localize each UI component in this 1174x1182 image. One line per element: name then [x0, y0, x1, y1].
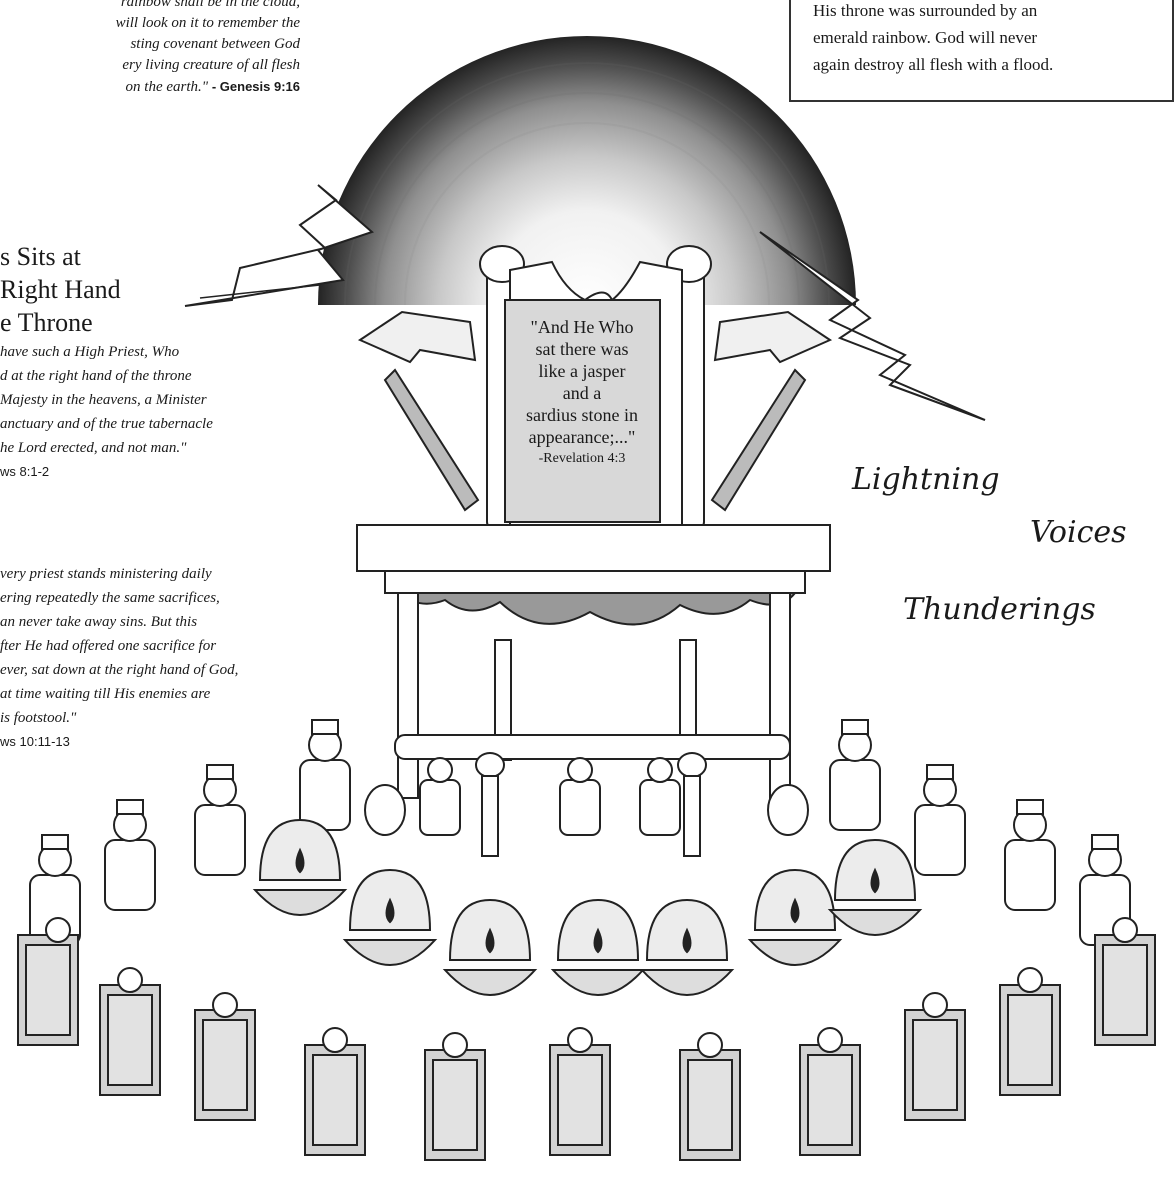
word-voices: Voices	[1030, 515, 1127, 550]
caption-line: again destroy all flesh with a flood.	[813, 51, 1172, 78]
emerald-rainbow	[318, 36, 856, 305]
throne-plaque: "And He Who sat there was like a jasper …	[512, 316, 652, 470]
hebrews-8-line: Majesty in the heavens, a Minister	[0, 388, 320, 412]
caption-line: His throne was surrounded by an	[813, 0, 1172, 24]
genesis-quote: rainbow shall be in the cloud, will look…	[0, 0, 300, 98]
heading-line: e Throne	[0, 306, 240, 339]
hebrews-8-line: anctuary and of the true tabernacle	[0, 412, 320, 436]
rainbow-caption-box: His throne was surrounded by an emerald …	[789, 0, 1174, 102]
hebrews-10-quote: very priest stands ministering daily eri…	[0, 562, 320, 754]
hebrews-10-line: ering repeatedly the same sacrifices,	[0, 586, 320, 610]
heading-line: Right Hand	[0, 273, 240, 306]
plaque-reference: -Revelation 4:3	[512, 448, 652, 470]
hebrews-10-line: very priest stands ministering daily	[0, 562, 320, 586]
genesis-reference: - Genesis 9:16	[212, 79, 300, 94]
hebrews-8-line: he Lord erected, and not man."	[0, 436, 320, 460]
plaque-line: like a jasper	[512, 360, 652, 382]
hebrews-10-line: ever, sat down at the right hand of God,	[0, 658, 320, 682]
hebrews-10-line: at time waiting till His enemies are	[0, 682, 320, 706]
genesis-line: sting covenant between God	[0, 34, 300, 55]
hebrews-8-reference: ws 8:1-2	[0, 460, 320, 484]
genesis-line: on the earth."	[126, 79, 209, 95]
hebrews-10-line: an never take away sins. But this	[0, 610, 320, 634]
seven-lamps	[255, 820, 920, 995]
hebrews-10-line: is footstool."	[0, 706, 320, 730]
word-thunderings: Thunderings	[903, 592, 1096, 627]
hebrews-10-reference: ws 10:11-13	[0, 730, 320, 754]
hebrews-8-quote: have such a High Priest, Who d at the ri…	[0, 340, 320, 484]
section-heading: s Sits at Right Hand e Throne	[0, 240, 240, 339]
hebrews-10-line: fter He had offered one sacrifice for	[0, 634, 320, 658]
plaque-line: "And He Who	[512, 316, 652, 338]
word-lightning: Lightning	[852, 462, 1000, 497]
genesis-line: will look on it to remember the	[0, 13, 300, 34]
genesis-line: ery living creature of all flesh	[0, 55, 300, 76]
plaque-line: sardius stone in	[512, 404, 652, 426]
plaque-line: and a	[512, 382, 652, 404]
hebrews-8-line: d at the right hand of the throne	[0, 364, 320, 388]
genesis-line: rainbow shall be in the cloud,	[0, 0, 300, 13]
plaque-line: appearance;..."	[512, 426, 652, 448]
genesis-last-line: on the earth." - Genesis 9:16	[0, 76, 300, 98]
caption-line: emerald rainbow. God will never	[813, 24, 1172, 51]
hebrews-8-line: have such a High Priest, Who	[0, 340, 320, 364]
heading-line: s Sits at	[0, 240, 240, 273]
plaque-line: sat there was	[512, 338, 652, 360]
